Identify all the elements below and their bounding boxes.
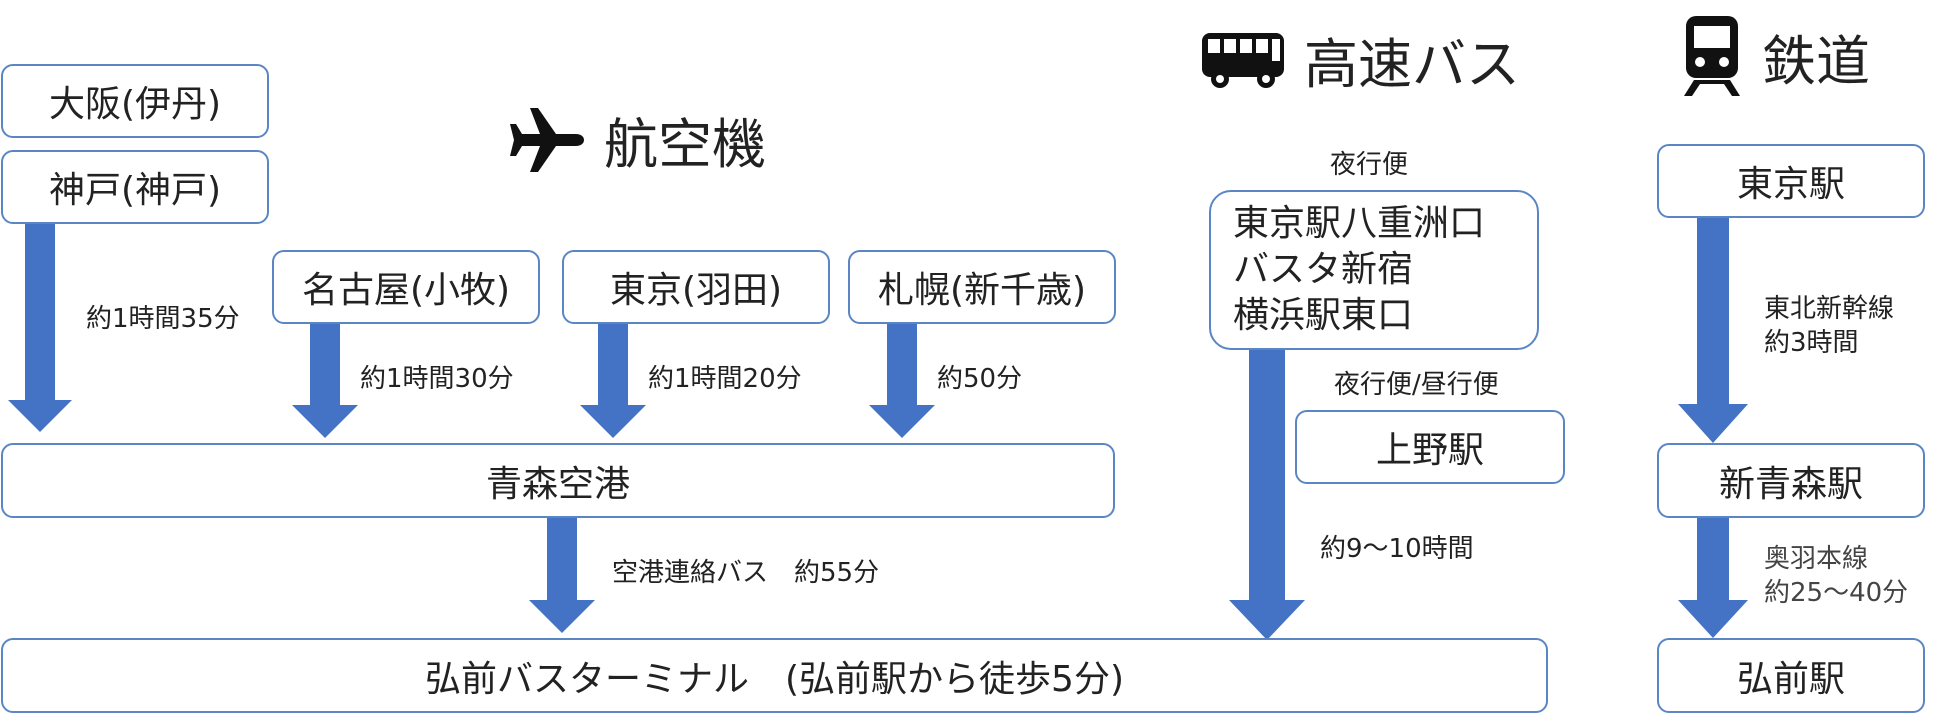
label-shinkansen-time: 約3時間: [1764, 328, 1859, 358]
box-kobe: 神戸(神戸): [1, 150, 269, 224]
box-bus-origins: 東京駅八重洲口 バスタ新宿 横浜駅東口: [1209, 190, 1539, 350]
airplane-icon: [510, 107, 584, 172]
header-bus-label: 高速バス: [1304, 33, 1520, 96]
header-air: 航空機: [508, 100, 766, 179]
box-hirosaki-bus-terminal: 弘前バスターミナル (弘前駅から徒歩5分): [1, 638, 1548, 713]
box-tokyo-station: 東京駅: [1657, 144, 1925, 218]
bus-origin-shinjuku: バスタ新宿: [1233, 249, 1414, 290]
box-tokyo-haneda: 東京(羽田): [562, 250, 830, 324]
box-shin-aomori: 新青森駅: [1657, 443, 1925, 518]
arrow-sapporo-to-airport: [869, 324, 935, 438]
arrow-tokyo-to-shinaomori: [1678, 218, 1748, 443]
bus-origin-yaesu: 東京駅八重洲口: [1233, 203, 1486, 244]
box-hirosaki-station: 弘前駅: [1657, 638, 1925, 713]
train-icon: [1684, 16, 1740, 96]
label-ou-line: 奥羽本線 約25〜40分: [1764, 542, 1908, 610]
label-airport-bus: 空港連絡バス 約55分: [612, 558, 880, 588]
arrow-nagoya-to-airport: [292, 324, 358, 438]
box-aomori-airport: 青森空港: [1, 443, 1115, 518]
arrow-shinaomori-to-hirosaki: [1678, 518, 1748, 638]
header-air-label: 航空機: [604, 113, 766, 176]
header-rail-label: 鉄道: [1762, 29, 1870, 93]
label-bus-duration: 約9〜10時間: [1320, 534, 1474, 564]
label-time-nagoya: 約1時間30分: [360, 364, 514, 394]
arrow-airport-to-terminal: [529, 518, 595, 633]
label-shinkansen: 東北新幹線 約3時間: [1764, 292, 1894, 360]
label-ou-line-name: 奥羽本線: [1764, 544, 1869, 574]
label-day-night-bus: 夜行便/昼行便: [1334, 370, 1499, 400]
box-nagoya: 名古屋(小牧): [272, 250, 540, 324]
box-sapporo: 札幌(新千歳): [848, 250, 1116, 324]
header-rail: 鉄道: [1680, 14, 1870, 98]
label-ou-line-time: 約25〜40分: [1764, 578, 1909, 608]
bus-icon: [1202, 32, 1284, 88]
label-time-sapporo: 約50分: [937, 364, 1023, 394]
arrow-kobe-to-airport: [8, 224, 72, 432]
label-time-kobe: 約1時間35分: [86, 304, 240, 334]
box-ueno: 上野駅: [1295, 410, 1565, 484]
label-shinkansen-line: 東北新幹線: [1764, 294, 1895, 324]
header-bus: 高速バス: [1200, 20, 1520, 99]
label-time-tokyo: 約1時間20分: [648, 364, 802, 394]
arrow-tokyo-to-airport: [580, 324, 646, 438]
arrow-bus-to-terminal: [1229, 350, 1305, 640]
bus-origin-yokohama: 横浜駅東口: [1233, 295, 1414, 336]
label-night-bus: 夜行便: [1330, 150, 1409, 180]
box-osaka: 大阪(伊丹): [1, 64, 269, 138]
